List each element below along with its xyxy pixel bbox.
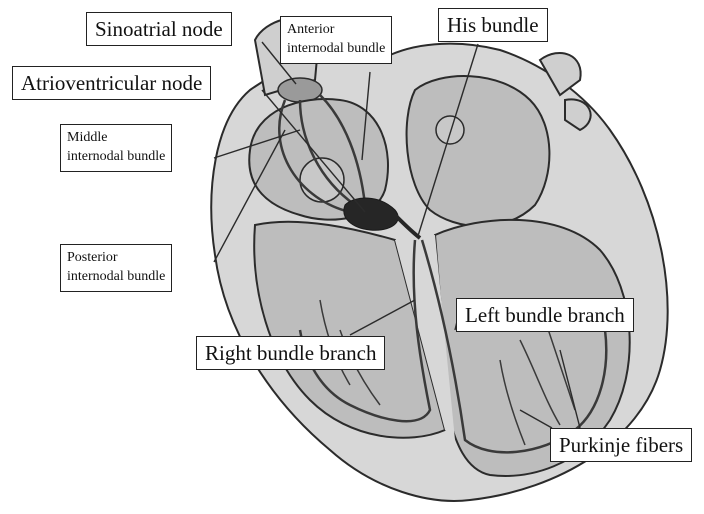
label-right-bundle-branch: Right bundle branch	[196, 336, 385, 370]
label-text: Sinoatrial node	[95, 17, 223, 41]
label-text: Atrioventricular node	[21, 71, 202, 95]
label-his-bundle: His bundle	[438, 8, 548, 42]
label-text: Right bundle branch	[205, 341, 376, 365]
label-text-line2: internodal bundle	[287, 40, 385, 59]
label-purkinje-fibers: Purkinje fibers	[550, 428, 692, 462]
label-text-line1: Posterior	[67, 249, 165, 268]
label-left-bundle-branch: Left bundle branch	[456, 298, 634, 332]
left-atrial-opening	[436, 116, 464, 144]
label-posterior-internodal-bundle: Posterior internodal bundle	[60, 244, 172, 292]
label-text: Purkinje fibers	[559, 433, 683, 457]
label-anterior-internodal-bundle: Anterior internodal bundle	[280, 16, 392, 64]
label-text-line2: internodal bundle	[67, 268, 165, 287]
label-sinoatrial-node: Sinoatrial node	[86, 12, 232, 46]
label-text: Left bundle branch	[465, 303, 625, 327]
label-middle-internodal-bundle: Middle internodal bundle	[60, 124, 172, 172]
label-text-line2: internodal bundle	[67, 148, 165, 167]
label-text: His bundle	[447, 13, 539, 37]
label-text-line1: Anterior	[287, 21, 385, 40]
label-text-line1: Middle	[67, 129, 165, 148]
label-atrioventricular-node: Atrioventricular node	[12, 66, 211, 100]
